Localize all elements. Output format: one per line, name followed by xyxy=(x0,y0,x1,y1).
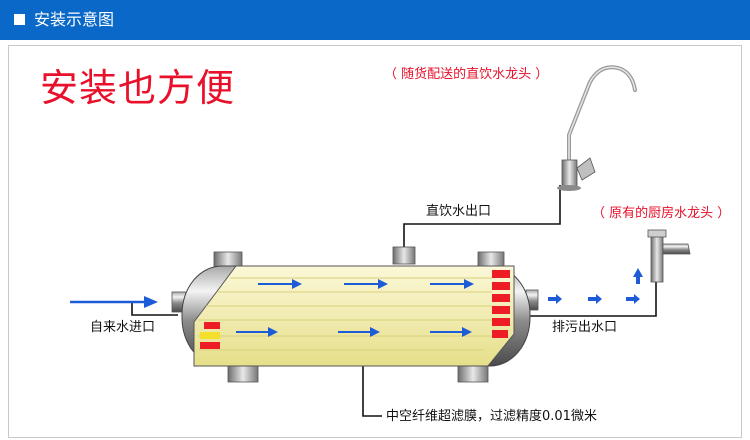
membrane-cutaway xyxy=(193,265,515,367)
kitchen-faucet xyxy=(647,229,691,283)
tap-inlet-label: 自来水进口 xyxy=(90,320,156,335)
diagram-panel xyxy=(8,45,742,438)
cap-segment xyxy=(492,318,510,326)
drain-arrow-head xyxy=(634,294,640,304)
drain-arrows xyxy=(548,268,643,304)
flow-arrow-head xyxy=(462,327,472,337)
flow-arrow-head xyxy=(292,279,302,289)
cap-segment xyxy=(492,306,510,314)
drinking-water-pipe xyxy=(403,185,561,249)
drain-arrow xyxy=(588,297,596,301)
membrane-label: 中空纤维超滤膜，过滤精度0.01微米 xyxy=(386,409,597,424)
flow-arrow-head xyxy=(464,279,474,289)
cap-segment xyxy=(492,282,510,290)
faucet-spout xyxy=(567,65,637,170)
cap-segment xyxy=(200,342,220,349)
top-outlet-port xyxy=(392,246,416,265)
inlet-label-leader xyxy=(131,302,178,316)
header-bullet-icon xyxy=(14,14,25,25)
faucet-spout-highlight xyxy=(568,66,636,169)
kitchen-faucet-body xyxy=(650,235,664,283)
drain-arrow-head xyxy=(596,294,602,304)
up-arrow xyxy=(636,276,640,284)
kitchen-faucet-handle xyxy=(647,229,667,238)
left-end-cap xyxy=(200,322,220,349)
inlet-arrow-head xyxy=(144,296,158,308)
filter-housing xyxy=(171,246,539,383)
drinking-outlet-label: 直饮水出口 xyxy=(426,204,492,219)
kitchen-faucet-label: （ 原有的厨房水龙头 ） xyxy=(592,206,731,221)
direct-faucet-label: （ 随货配送的直饮水龙头 ） xyxy=(384,67,549,82)
faucet-base-plate xyxy=(557,185,581,191)
drain-outlet-label: 排污出水口 xyxy=(552,320,618,335)
headline: 安装也方便 xyxy=(40,66,236,110)
flow-arrow-head xyxy=(378,279,388,289)
flow-arrow-head xyxy=(370,327,380,337)
direct-drinking-faucet xyxy=(557,65,637,191)
cap-segment xyxy=(492,330,508,338)
up-arrow-head xyxy=(633,268,643,277)
cap-segment xyxy=(200,332,220,339)
cap-segment xyxy=(204,322,220,329)
drain-arrow xyxy=(626,297,634,301)
kitchen-faucet-spout xyxy=(662,243,691,255)
faucet-handle xyxy=(576,157,596,181)
faucet-base xyxy=(561,159,578,189)
drain-arrow-head xyxy=(556,294,562,304)
cap-segment xyxy=(492,294,510,302)
flow-arrow-head xyxy=(268,327,278,337)
membrane-fibers xyxy=(198,277,492,351)
drain-arrow xyxy=(548,297,556,301)
right-end-cap xyxy=(492,270,510,338)
cap-segment xyxy=(492,270,510,278)
internal-flow-arrows xyxy=(236,279,474,337)
section-header: 安装示意图 xyxy=(0,0,750,40)
inlet-arrow xyxy=(70,296,158,308)
drain-pipe xyxy=(528,282,657,317)
section-title: 安装示意图 xyxy=(34,10,115,29)
